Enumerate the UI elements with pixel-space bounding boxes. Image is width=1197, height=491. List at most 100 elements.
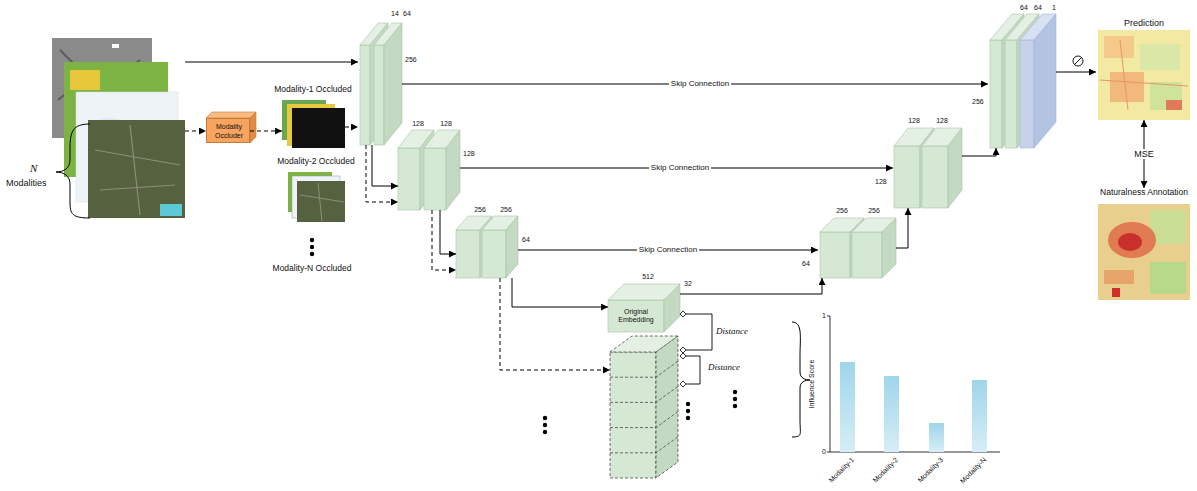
occluded-images bbox=[282, 100, 345, 256]
map-patch bbox=[1104, 36, 1134, 58]
map-streak bbox=[1100, 40, 1188, 110]
encoder-block bbox=[398, 130, 460, 210]
connector-label: Skip Connection bbox=[637, 245, 699, 254]
stack-divider bbox=[610, 361, 678, 453]
dimension-label: 128 bbox=[936, 117, 948, 125]
dimension-label: 128 bbox=[463, 150, 475, 158]
output-layer-front bbox=[1020, 40, 1034, 148]
occluded-flow-arrow bbox=[500, 278, 604, 370]
occluder-box: Modality Occluder bbox=[206, 118, 250, 143]
map-hotspot bbox=[1118, 233, 1142, 251]
category-label: Modality-N bbox=[959, 456, 988, 485]
dimension-label: 128 bbox=[875, 178, 887, 186]
block-front bbox=[894, 146, 920, 208]
diamond-end bbox=[680, 347, 686, 353]
dimension-label: 256 bbox=[474, 206, 486, 214]
input-modalities: NModalities bbox=[52, 38, 185, 218]
block-front bbox=[482, 230, 506, 278]
activation-symbol-slash bbox=[1075, 58, 1082, 65]
category-label: Modality-3 bbox=[917, 456, 946, 485]
image-roads bbox=[95, 125, 180, 215]
image-roads bbox=[300, 183, 344, 221]
cube-side bbox=[250, 112, 256, 143]
connector bbox=[440, 210, 456, 254]
connector bbox=[680, 278, 822, 294]
bar bbox=[929, 423, 944, 452]
axis-tick-label: 0 bbox=[822, 448, 826, 456]
block-side bbox=[664, 284, 680, 332]
image-water bbox=[160, 204, 182, 216]
y-axis bbox=[830, 316, 831, 452]
distance-label: Distance bbox=[708, 362, 740, 372]
ellipsis-dot bbox=[310, 238, 314, 242]
chart-brace bbox=[792, 322, 810, 437]
connector bbox=[250, 131, 282, 132]
encoder-block: 25625664 bbox=[456, 216, 518, 278]
block-side bbox=[882, 218, 896, 278]
occluded-embeddings bbox=[610, 336, 678, 478]
block-side bbox=[656, 336, 678, 478]
diamond-end bbox=[680, 381, 686, 387]
connector-label: Skip Connection bbox=[669, 79, 731, 88]
block-front bbox=[1005, 40, 1017, 148]
distance-bracket bbox=[686, 356, 700, 384]
dimension-label: 128 bbox=[908, 117, 920, 125]
dimension-label: 512 bbox=[642, 273, 654, 281]
prediction-map bbox=[1098, 30, 1190, 120]
input-images bbox=[52, 38, 185, 218]
ellipsis-dots bbox=[543, 390, 737, 434]
map-patch bbox=[1140, 44, 1180, 70]
ellipsis-dot bbox=[686, 402, 690, 406]
block-front bbox=[398, 148, 420, 210]
map-patch bbox=[1112, 288, 1120, 297]
encoder-block: 1464256 bbox=[358, 22, 402, 145]
decoder-block bbox=[894, 128, 962, 208]
image-heading: Modality-2 Occluded bbox=[277, 157, 354, 167]
category-label: Modality-2 bbox=[872, 456, 901, 485]
distance-brackets bbox=[680, 311, 712, 387]
block-front bbox=[852, 232, 882, 278]
dimension-label: 64 bbox=[1020, 4, 1028, 12]
dimension-label: 256 bbox=[868, 207, 880, 215]
block-front bbox=[456, 230, 480, 278]
prediction-map: Prediction bbox=[1096, 18, 1192, 120]
dimension-label: 128 bbox=[440, 120, 452, 128]
connector-label: MSE bbox=[1132, 149, 1156, 159]
encoder-block bbox=[456, 216, 518, 278]
connector-label: Skip Connection bbox=[649, 163, 711, 172]
ellipsis-dot bbox=[543, 416, 547, 420]
connector bbox=[432, 210, 456, 270]
dimension-label: 256 bbox=[836, 207, 848, 215]
image-mark bbox=[112, 44, 119, 48]
dimension-label: 256 bbox=[405, 56, 417, 64]
influence-chart bbox=[792, 316, 1000, 452]
distance-bracket bbox=[686, 314, 712, 350]
dimension-label: 1 bbox=[1052, 4, 1056, 12]
block-front bbox=[990, 40, 1002, 148]
connector bbox=[366, 145, 398, 202]
encoder-block: 128128128 bbox=[398, 130, 460, 210]
map-patch bbox=[1104, 270, 1134, 284]
map-patch bbox=[1166, 100, 1182, 110]
connector bbox=[345, 127, 358, 128]
image-layer bbox=[297, 181, 345, 222]
axis-tick-label: 1 bbox=[822, 312, 826, 320]
map-patch bbox=[1150, 82, 1182, 110]
block-front bbox=[374, 45, 384, 145]
connector bbox=[962, 148, 996, 156]
decoder-block: 128128128 bbox=[893, 128, 962, 208]
dimension-label: 64 bbox=[403, 10, 411, 18]
bar bbox=[972, 380, 987, 452]
occluded-input: Modality-2 Occluded bbox=[288, 172, 345, 222]
dimension-label: 64 bbox=[802, 260, 810, 268]
image-heading: Naturalness Annotation bbox=[1100, 188, 1188, 198]
box-label: Modality Occluder bbox=[208, 123, 250, 139]
block-front bbox=[360, 45, 370, 145]
group-label: Modalities bbox=[6, 178, 47, 188]
arrow-head bbox=[603, 367, 610, 374]
block-front bbox=[608, 300, 664, 332]
ellipsis-dot bbox=[686, 416, 690, 420]
